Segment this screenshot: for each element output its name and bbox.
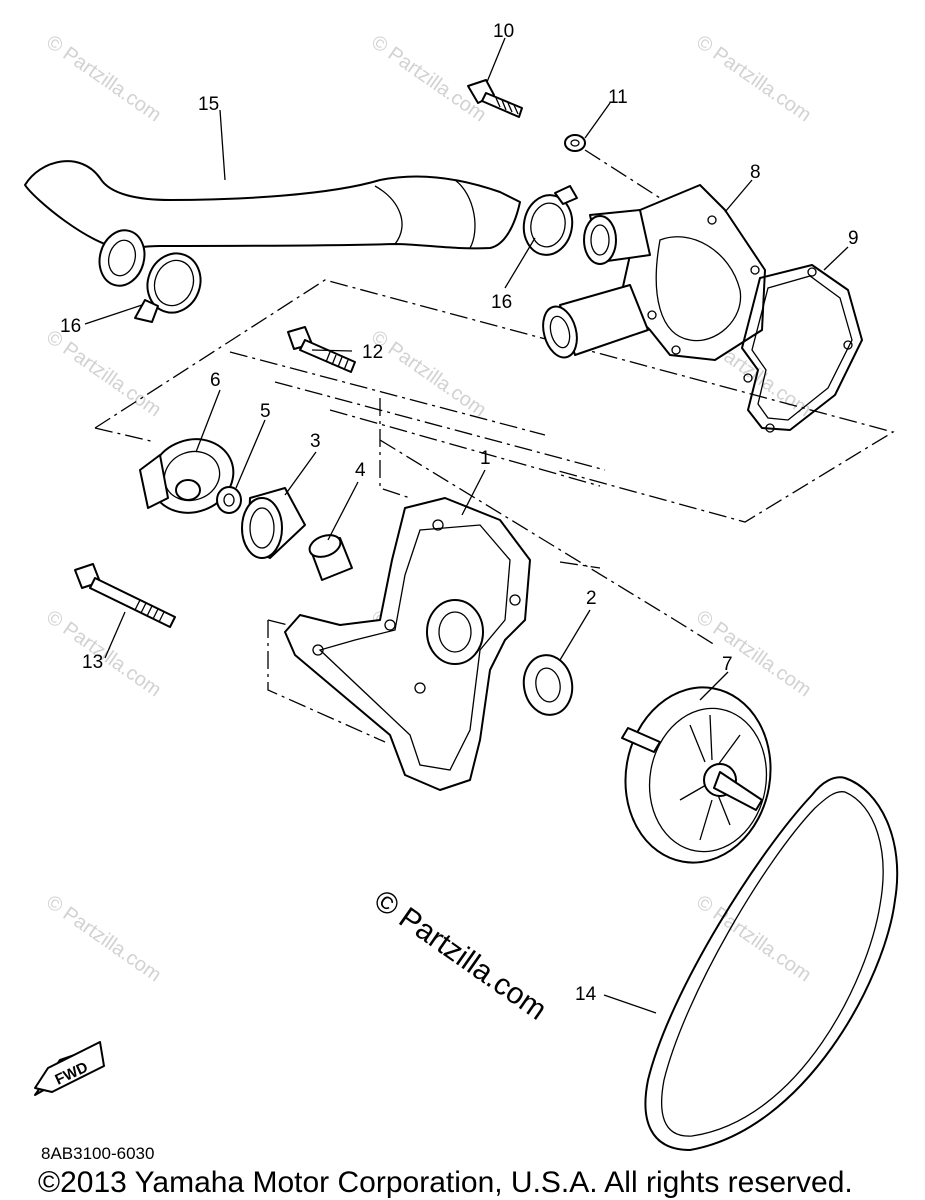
callout-16-right: 16 bbox=[491, 292, 512, 313]
callout-2: 2 bbox=[586, 588, 597, 609]
callout-3: 3 bbox=[310, 431, 321, 452]
pump-cover bbox=[542, 184, 766, 361]
callout-10: 10 bbox=[493, 21, 514, 42]
callouts: 1 2 3 4 5 6 7 8 9 10 11 12 13 14 15 16 1… bbox=[60, 21, 859, 1005]
bearing bbox=[522, 654, 574, 716]
callout-4: 4 bbox=[355, 460, 366, 481]
watermark: © Partzilla.com bbox=[42, 326, 165, 421]
watermark: © Partzilla.com bbox=[692, 31, 815, 126]
callout-11: 11 bbox=[608, 87, 628, 108]
callout-14: 14 bbox=[575, 984, 597, 1005]
mechanical-seal bbox=[241, 487, 306, 559]
bolt-10 bbox=[467, 79, 523, 118]
collar bbox=[308, 534, 353, 581]
copyright-notice: ©2013 Yamaha Motor Corporation, U.S.A. A… bbox=[38, 1166, 853, 1199]
bolt-13 bbox=[74, 563, 176, 628]
watermark: © Partzilla.com bbox=[367, 326, 490, 421]
watermark: © Partzilla.com bbox=[42, 606, 165, 701]
bolt-12 bbox=[287, 326, 356, 373]
diagram-code: 8AB3100-6030 bbox=[41, 1144, 155, 1163]
pulley bbox=[621, 686, 772, 864]
assembly-frame bbox=[94, 149, 895, 743]
washer-11 bbox=[564, 134, 586, 152]
callout-7: 7 bbox=[722, 654, 733, 675]
callout-6: 6 bbox=[210, 370, 221, 391]
hose-clamp-left bbox=[134, 252, 202, 323]
drive-belt bbox=[644, 776, 899, 1151]
center-watermark: © Partzilla.com bbox=[368, 884, 553, 1027]
callout-13: 13 bbox=[82, 652, 103, 673]
callout-15: 15 bbox=[198, 94, 219, 115]
callout-8: 8 bbox=[750, 162, 761, 183]
callout-5: 5 bbox=[260, 401, 271, 422]
impeller bbox=[139, 438, 235, 514]
leader-lines bbox=[84, 37, 849, 1014]
watermark: © Partzilla.com bbox=[42, 31, 165, 126]
hose-clamp-right bbox=[522, 185, 578, 256]
callout-16-left: 16 bbox=[60, 316, 81, 337]
callout-9: 9 bbox=[848, 228, 859, 249]
fwd-arrow: FWD bbox=[34, 1041, 105, 1096]
pump-cover-gasket bbox=[741, 264, 863, 433]
callout-1: 1 bbox=[480, 448, 491, 469]
coolant-hose bbox=[24, 160, 521, 287]
watermark: © Partzilla.com bbox=[42, 891, 165, 986]
pump-housing bbox=[284, 497, 531, 791]
washer-5 bbox=[216, 486, 242, 514]
callout-12: 12 bbox=[362, 342, 383, 363]
watermark: © Partzilla.com bbox=[367, 31, 490, 126]
